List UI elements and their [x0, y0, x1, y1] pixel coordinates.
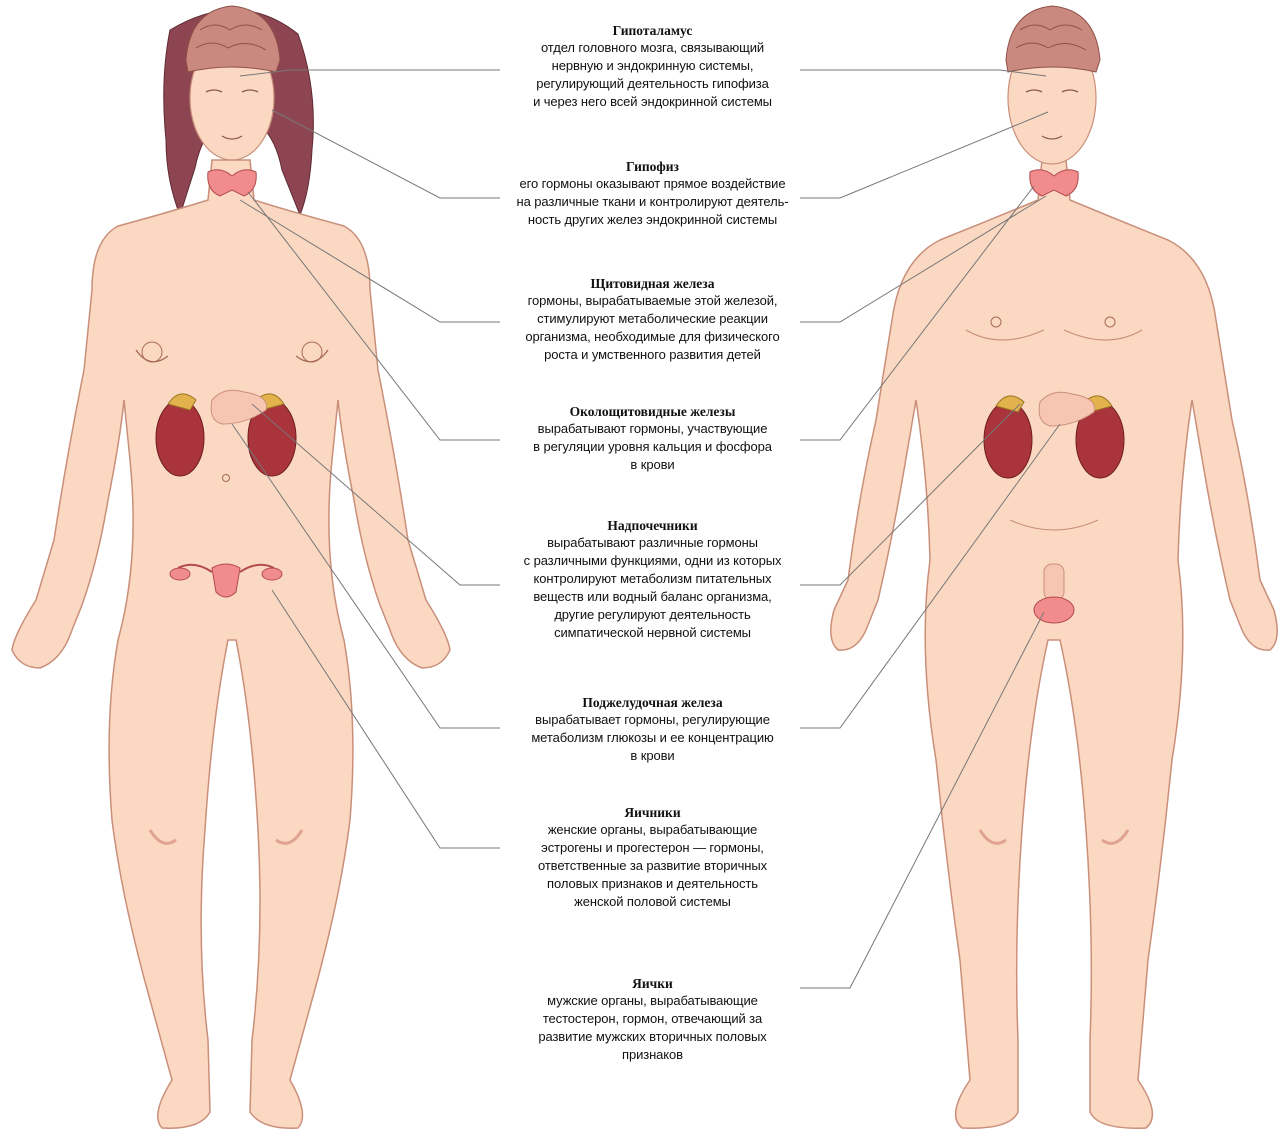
hypothalamus-label: Гипоталамус отдел головного мозга, связы… [490, 22, 815, 111]
female-figure [12, 6, 450, 1128]
gland-description: вырабатывают гормоны, участвующие в регу… [490, 420, 815, 474]
pituitary-label: Гипофиз его гормоны оказывают прямое воз… [490, 158, 815, 229]
gland-description: вырабатывают различные гормоны с различн… [490, 534, 815, 642]
gland-title: Яичники [490, 804, 815, 821]
female-body [12, 160, 450, 1128]
gland-title: Поджелудочная железа [490, 694, 815, 711]
ovaries-label: Яичники женские органы, вырабатывающие э… [490, 804, 815, 911]
male-body [831, 160, 1277, 1128]
gland-description: вырабатывает гормоны, регулирующие метаб… [490, 711, 815, 765]
thyroid-label: Щитовидная железа гормоны, вырабатываемы… [490, 275, 815, 364]
gland-title: Гипофиз [490, 158, 815, 175]
male-kidney-left [984, 402, 1032, 478]
testes-label: Яички мужские органы, вырабатывающие тес… [490, 975, 815, 1064]
parathyroid-label: Околощитовидные железы вырабатывают горм… [490, 403, 815, 474]
adrenal-label: Надпочечники вырабатывают различные горм… [490, 517, 815, 642]
gland-description: гормоны, вырабатываемые этой железой, ст… [490, 292, 815, 364]
pancreas-label: Поджелудочная железа вырабатывает гормон… [490, 694, 815, 765]
gland-description: женские органы, вырабатывающие эстрогены… [490, 821, 815, 911]
male-brain [1006, 6, 1100, 72]
gland-title: Яички [490, 975, 815, 992]
female-uterus [212, 564, 240, 597]
gland-title: Надпочечники [490, 517, 815, 534]
gland-description: его гормоны оказывают прямое воздействие… [490, 175, 815, 229]
female-kidney-left [156, 400, 204, 476]
gland-description: мужские органы, вырабатывающие тестостер… [490, 992, 815, 1064]
female-ovary-left [170, 568, 190, 580]
gland-title: Гипоталамус [490, 22, 815, 39]
female-ovary-right [262, 568, 282, 580]
gland-labels: Гипоталамус отдел головного мозга, связы… [490, 0, 815, 1143]
gland-title: Щитовидная железа [490, 275, 815, 292]
gland-title: Околощитовидные железы [490, 403, 815, 420]
gland-description: отдел головного мозга, связывающий нервн… [490, 39, 815, 111]
